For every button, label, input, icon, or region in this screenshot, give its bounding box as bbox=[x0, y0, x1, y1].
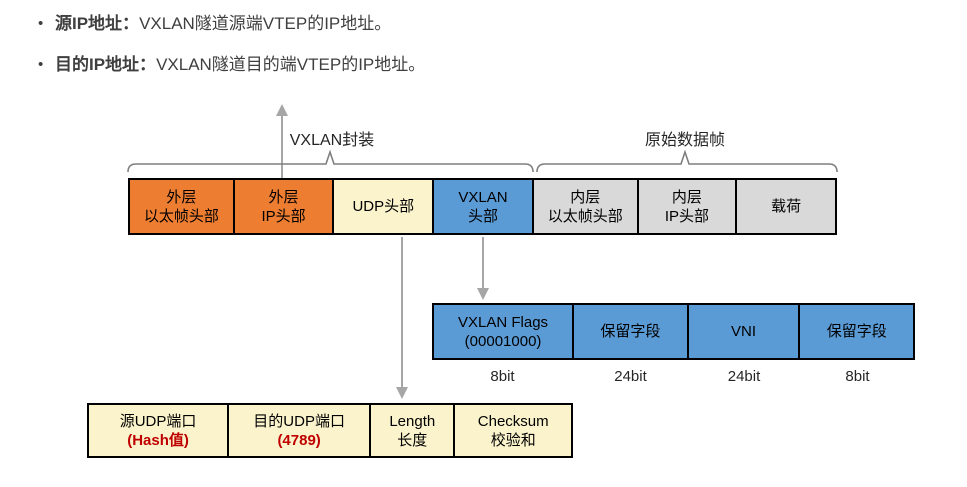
field-line: 以太帧头部 bbox=[143, 207, 219, 225]
field-line: VXLAN bbox=[458, 188, 508, 206]
field-line-red: (4789) bbox=[277, 431, 321, 449]
field-line-red: (Hash值) bbox=[127, 431, 189, 449]
src-udp-port-field: 源UDP端口 (Hash值) bbox=[89, 405, 228, 456]
vxlan-encap-label: VXLAN封装 bbox=[289, 132, 375, 149]
vxlan-flags-field: VXLAN Flags (00001000) bbox=[434, 305, 573, 358]
vni-field: VNI bbox=[688, 305, 799, 358]
field-line: UDP头部 bbox=[352, 198, 415, 215]
outer-eth-header-field: 外层 以太帧头部 bbox=[130, 180, 233, 233]
packet-structure-row: 外层 以太帧头部 外层 IP头部 UDP头部 VXLAN 头部 内层 以太帧头部… bbox=[128, 178, 837, 235]
outer-ip-up-arrow bbox=[276, 104, 288, 178]
field-line: 保留字段 bbox=[600, 323, 661, 340]
inner-eth-header-field: 内层 以太帧头部 bbox=[533, 180, 637, 233]
bullet-label: 源IP地址： bbox=[55, 14, 140, 33]
inner-ip-header-field: 内层 IP头部 bbox=[638, 180, 736, 233]
vxlan-header-row: VXLAN Flags (00001000) 保留字段 VNI 保留字段 bbox=[432, 303, 915, 360]
bullet-body: VXLAN隧道源端VTEP的IP地址。 bbox=[139, 14, 392, 33]
field-line: (00001000) bbox=[464, 332, 542, 350]
reserved-field-1: 保留字段 bbox=[574, 305, 687, 358]
field-line: VNI bbox=[731, 323, 757, 340]
dst-udp-port-field: 目的UDP端口 (4789) bbox=[229, 405, 370, 456]
checksum-field: Checksum 校验和 bbox=[455, 405, 571, 456]
vxlan-down-arrow bbox=[477, 237, 489, 300]
udp-down-arrow bbox=[396, 237, 408, 399]
field-line: 校验和 bbox=[490, 431, 536, 449]
field-line: 内层 bbox=[570, 188, 601, 206]
field-line: 源UDP端口 bbox=[119, 412, 197, 430]
original-frame-brace bbox=[536, 149, 838, 173]
bit-label-flags: 8bit bbox=[490, 368, 515, 385]
bullet-text: 目的IP地址：VXLAN隧道目的端VTEP的IP地址。 bbox=[55, 53, 425, 77]
field-line: 保留字段 bbox=[826, 323, 887, 340]
field-line: 目的UDP端口 bbox=[253, 412, 345, 430]
length-field: Length 长度 bbox=[371, 405, 454, 456]
bit-label-reserved-2: 8bit bbox=[845, 368, 870, 385]
field-line: 长度 bbox=[397, 431, 428, 449]
field-line: 外层 bbox=[166, 188, 197, 206]
reserved-field-2: 保留字段 bbox=[800, 305, 914, 358]
bit-width-labels: 8bit 24bit 24bit 8bit bbox=[432, 368, 915, 385]
bullet-item-dest-ip: • 目的IP地址：VXLAN隧道目的端VTEP的IP地址。 bbox=[38, 53, 425, 77]
field-line: 外层 bbox=[268, 188, 299, 206]
payload-field: 载荷 bbox=[737, 180, 835, 233]
field-line: IP头部 bbox=[261, 207, 306, 225]
vxlan-header-field: VXLAN 头部 bbox=[434, 180, 532, 233]
field-line: Checksum bbox=[477, 412, 549, 430]
udp-header-field: UDP头部 bbox=[334, 180, 433, 233]
field-line: VXLAN Flags bbox=[458, 313, 549, 331]
bullet-item-source-ip: • 源IP地址：VXLAN隧道源端VTEP的IP地址。 bbox=[38, 12, 425, 36]
bit-label-vni: 24bit bbox=[727, 368, 761, 385]
field-line: 以太帧头部 bbox=[547, 207, 623, 225]
bullet-list: • 源IP地址：VXLAN隧道源端VTEP的IP地址。 • 目的IP地址：VXL… bbox=[38, 12, 425, 94]
bit-label-reserved-1: 24bit bbox=[614, 368, 647, 385]
vxlan-encap-brace bbox=[127, 149, 534, 173]
field-line: 载荷 bbox=[771, 198, 802, 215]
bullet-body: VXLAN隧道目的端VTEP的IP地址。 bbox=[156, 55, 426, 74]
bullet-label: 目的IP地址： bbox=[55, 55, 157, 74]
field-line: IP头部 bbox=[664, 207, 710, 225]
bullet-text: 源IP地址：VXLAN隧道源端VTEP的IP地址。 bbox=[55, 12, 391, 36]
outer-ip-header-field: 外层 IP头部 bbox=[234, 180, 333, 233]
bullet-icon: • bbox=[38, 15, 44, 32]
field-line: 头部 bbox=[467, 207, 498, 225]
bullet-icon: • bbox=[38, 56, 44, 73]
field-line: Length bbox=[389, 412, 436, 430]
original-frame-label: 原始数据帧 bbox=[644, 132, 726, 149]
field-line: 内层 bbox=[671, 188, 702, 206]
udp-header-breakdown-row: 源UDP端口 (Hash值) 目的UDP端口 (4789) Length 长度 … bbox=[87, 403, 573, 458]
